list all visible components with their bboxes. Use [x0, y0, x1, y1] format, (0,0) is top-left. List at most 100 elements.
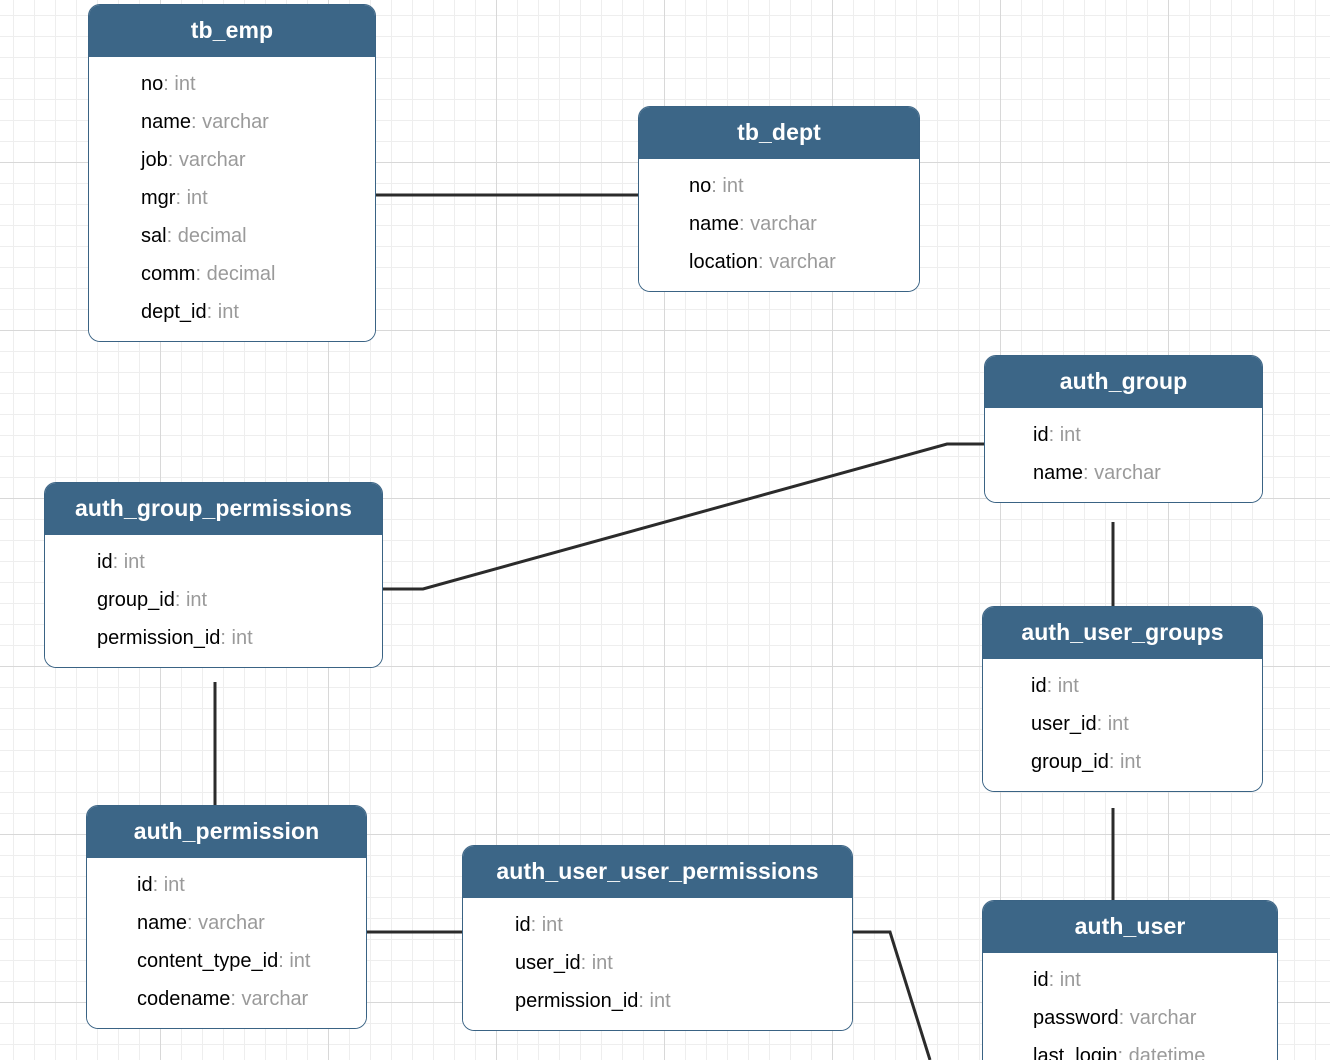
entity-fields-auth_group: id: int name: varchar — [985, 408, 1262, 502]
field-name: name — [141, 111, 192, 133]
entity-fields-auth_permission: id: int name: varchar content_type_id: i… — [87, 858, 366, 1028]
entity-title-auth_group: auth_group — [985, 356, 1262, 408]
entity-auth_group[interactable]: auth_group id: int name: varchar — [984, 355, 1263, 503]
entity-fields-tb_dept: no: int name: varchar location: varchar — [639, 159, 919, 291]
field-name: permission_id — [97, 627, 221, 649]
field-type: : — [175, 187, 187, 209]
field-type-value: varchar — [1094, 462, 1161, 484]
field-name: id — [137, 874, 153, 896]
field-type-value: int — [1059, 969, 1081, 991]
entity-auth_user_groups[interactable]: auth_user_groups id: int user_id: int gr… — [982, 606, 1263, 792]
field-type-value: varchar — [198, 912, 265, 934]
field-row: content_type_id: int — [87, 942, 366, 980]
field-type: : — [1083, 462, 1095, 484]
entity-title-auth_user: auth_user — [983, 901, 1277, 953]
field-row: user_id: int — [983, 705, 1262, 743]
field-name: name — [689, 213, 740, 235]
entity-tb_dept[interactable]: tb_dept no: int name: varchar location: … — [638, 106, 920, 292]
field-type: : — [166, 225, 178, 247]
field-row: group_id: int — [45, 581, 382, 619]
field-type-value: int — [1059, 424, 1081, 446]
field-row: name: varchar — [87, 904, 366, 942]
field-row: mgr: int — [89, 179, 375, 217]
field-type-value: int — [1057, 675, 1079, 697]
field-row: id: int — [983, 667, 1262, 705]
field-name: location — [689, 251, 758, 273]
field-type-value: int — [649, 990, 671, 1012]
field-name: group_id — [97, 589, 175, 611]
field-type: : — [1048, 969, 1060, 991]
entity-auth_user[interactable]: auth_user id: int password: varchar last… — [982, 900, 1278, 1060]
field-name: id — [1031, 675, 1047, 697]
field-type-value: varchar — [1129, 1007, 1197, 1029]
field-type-value: varchar — [750, 213, 817, 235]
field-type: : — [191, 111, 203, 133]
field-name: sal — [141, 225, 167, 247]
field-type: : — [112, 551, 124, 573]
entity-fields-auth_user: id: int password: varchar last_login: da… — [983, 953, 1277, 1060]
field-type: : — [1046, 675, 1058, 697]
field-name: dept_id — [141, 301, 207, 323]
edge-auth_user_user_permissions-auth_user — [853, 930, 932, 1060]
entity-title-tb_emp: tb_emp — [89, 5, 375, 57]
field-name: name — [137, 912, 188, 934]
field-type: : — [152, 874, 164, 896]
field-type-value: int — [217, 301, 239, 323]
field-type: : — [530, 914, 542, 936]
field-type: : — [1117, 1045, 1129, 1060]
field-type: : — [757, 251, 770, 273]
entity-fields-auth_user_user_permissions: id: int user_id: int permission_id: int — [463, 898, 852, 1030]
field-type: : — [711, 175, 723, 197]
field-type-value: int — [1119, 751, 1142, 773]
entity-fields-tb_emp: no: int name: varchar job: varchar mgr: … — [89, 57, 375, 341]
field-type-value: varchar — [769, 251, 836, 273]
field-type-value: int — [289, 950, 311, 972]
entity-auth_user_user_permissions[interactable]: auth_user_user_permissions id: int user_… — [462, 845, 853, 1031]
field-name: job — [141, 149, 168, 171]
field-name: name — [1033, 462, 1084, 484]
entity-fields-auth_group_permissions: id: int group_id: int permission_id: int — [45, 535, 382, 667]
field-type-value: varchar — [202, 111, 269, 133]
field-type-value: varchar — [178, 149, 246, 171]
field-type-value: int — [1107, 713, 1129, 735]
entity-fields-auth_user_groups: id: int user_id: int group_id: int — [983, 659, 1262, 791]
field-type-value: int — [163, 874, 185, 896]
field-type-value: int — [591, 952, 613, 974]
entity-title-auth_user_groups: auth_user_groups — [983, 607, 1262, 659]
field-row: permission_id: int — [463, 982, 852, 1020]
field-type: : — [167, 149, 179, 171]
field-type: : — [163, 73, 175, 95]
entity-auth_group_permissions[interactable]: auth_group_permissions id: int group_id:… — [44, 482, 383, 668]
field-type: : — [278, 950, 290, 972]
entity-title-auth_user_user_permissions: auth_user_user_permissions — [463, 846, 852, 898]
field-type: : — [1108, 751, 1120, 773]
field-row: name: varchar — [89, 103, 375, 141]
field-name: user_id — [1031, 713, 1097, 735]
field-row: id: int — [985, 416, 1262, 454]
field-name: id — [1033, 969, 1049, 991]
field-name: codename — [137, 988, 231, 1010]
entity-auth_permission[interactable]: auth_permission id: int name: varchar co… — [86, 805, 367, 1029]
field-type-value: int — [186, 187, 208, 209]
field-name: permission_id — [515, 990, 639, 1012]
field-row: id: int — [87, 866, 366, 904]
field-type: : — [638, 990, 650, 1012]
field-type-value: varchar — [241, 988, 309, 1010]
field-type-value: decimal — [206, 263, 276, 285]
edge-auth_group_permissions-auth_group — [383, 442, 986, 591]
field-type-value: datetime — [1128, 1045, 1206, 1060]
field-row: password: varchar — [983, 999, 1277, 1037]
field-name: no — [141, 73, 164, 95]
field-name: user_id — [515, 952, 581, 974]
field-row: name: varchar — [639, 205, 919, 243]
field-type: : — [174, 589, 186, 611]
field-type: : — [206, 301, 218, 323]
entity-tb_emp[interactable]: tb_emp no: int name: varchar job: varcha… — [88, 4, 376, 342]
field-row: name: varchar — [985, 454, 1262, 492]
field-type: : — [1096, 713, 1108, 735]
field-type: : — [1118, 1007, 1130, 1029]
field-row: group_id: int — [983, 743, 1262, 781]
field-type: : — [187, 912, 199, 934]
field-name: last_login — [1033, 1045, 1118, 1060]
